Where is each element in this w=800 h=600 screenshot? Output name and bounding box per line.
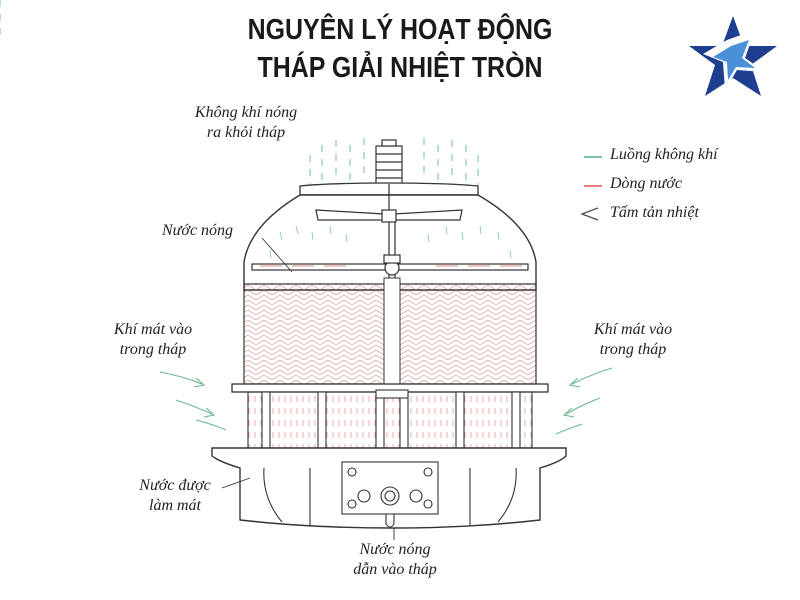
- legend-water-flow: Dòng nước: [610, 175, 682, 192]
- air-inlet-section: [247, 391, 533, 449]
- legend-marks: [580, 156, 602, 221]
- label-cool-air-right-2: trong tháp: [599, 341, 667, 358]
- label-exhaust-air-1: Không khí nóng: [194, 104, 298, 121]
- cool-air-arrows-right: [555, 367, 613, 435]
- label-cool-air-left-2: trong tháp: [119, 341, 187, 358]
- tower-shell-upper: [243, 194, 537, 291]
- label-cool-air-left-1: Khí mát vào: [113, 321, 193, 338]
- exhaust-air-dashes: [0, 0, 479, 191]
- label-cooled-water-2: làm mát: [149, 497, 201, 514]
- legend-air-flow: Luồng không khí: [610, 146, 718, 163]
- legend-fill-sheet: Tấm tản nhiệt: [610, 204, 699, 221]
- fan-motor: [375, 139, 403, 185]
- label-hot-water-in-2: dẫn vào tháp: [353, 561, 437, 578]
- title-line-2: THÁP GIẢI NHIỆT TRÒN: [257, 52, 543, 84]
- label-cool-air-right-1: Khí mát vào: [593, 321, 673, 338]
- inlet-flange: [341, 461, 439, 528]
- title-line-1: NGUYÊN LÝ HOẠT ĐỘNG: [247, 14, 553, 46]
- label-hot-water: Nước nóng: [162, 222, 234, 239]
- label-hot-water-in-1: Nước nóng: [359, 541, 431, 558]
- label-cooled-water-1: Nước được: [139, 477, 211, 494]
- label-exhaust-air-2: ra khỏi tháp: [206, 124, 286, 141]
- cool-air-arrows-left: [159, 371, 227, 431]
